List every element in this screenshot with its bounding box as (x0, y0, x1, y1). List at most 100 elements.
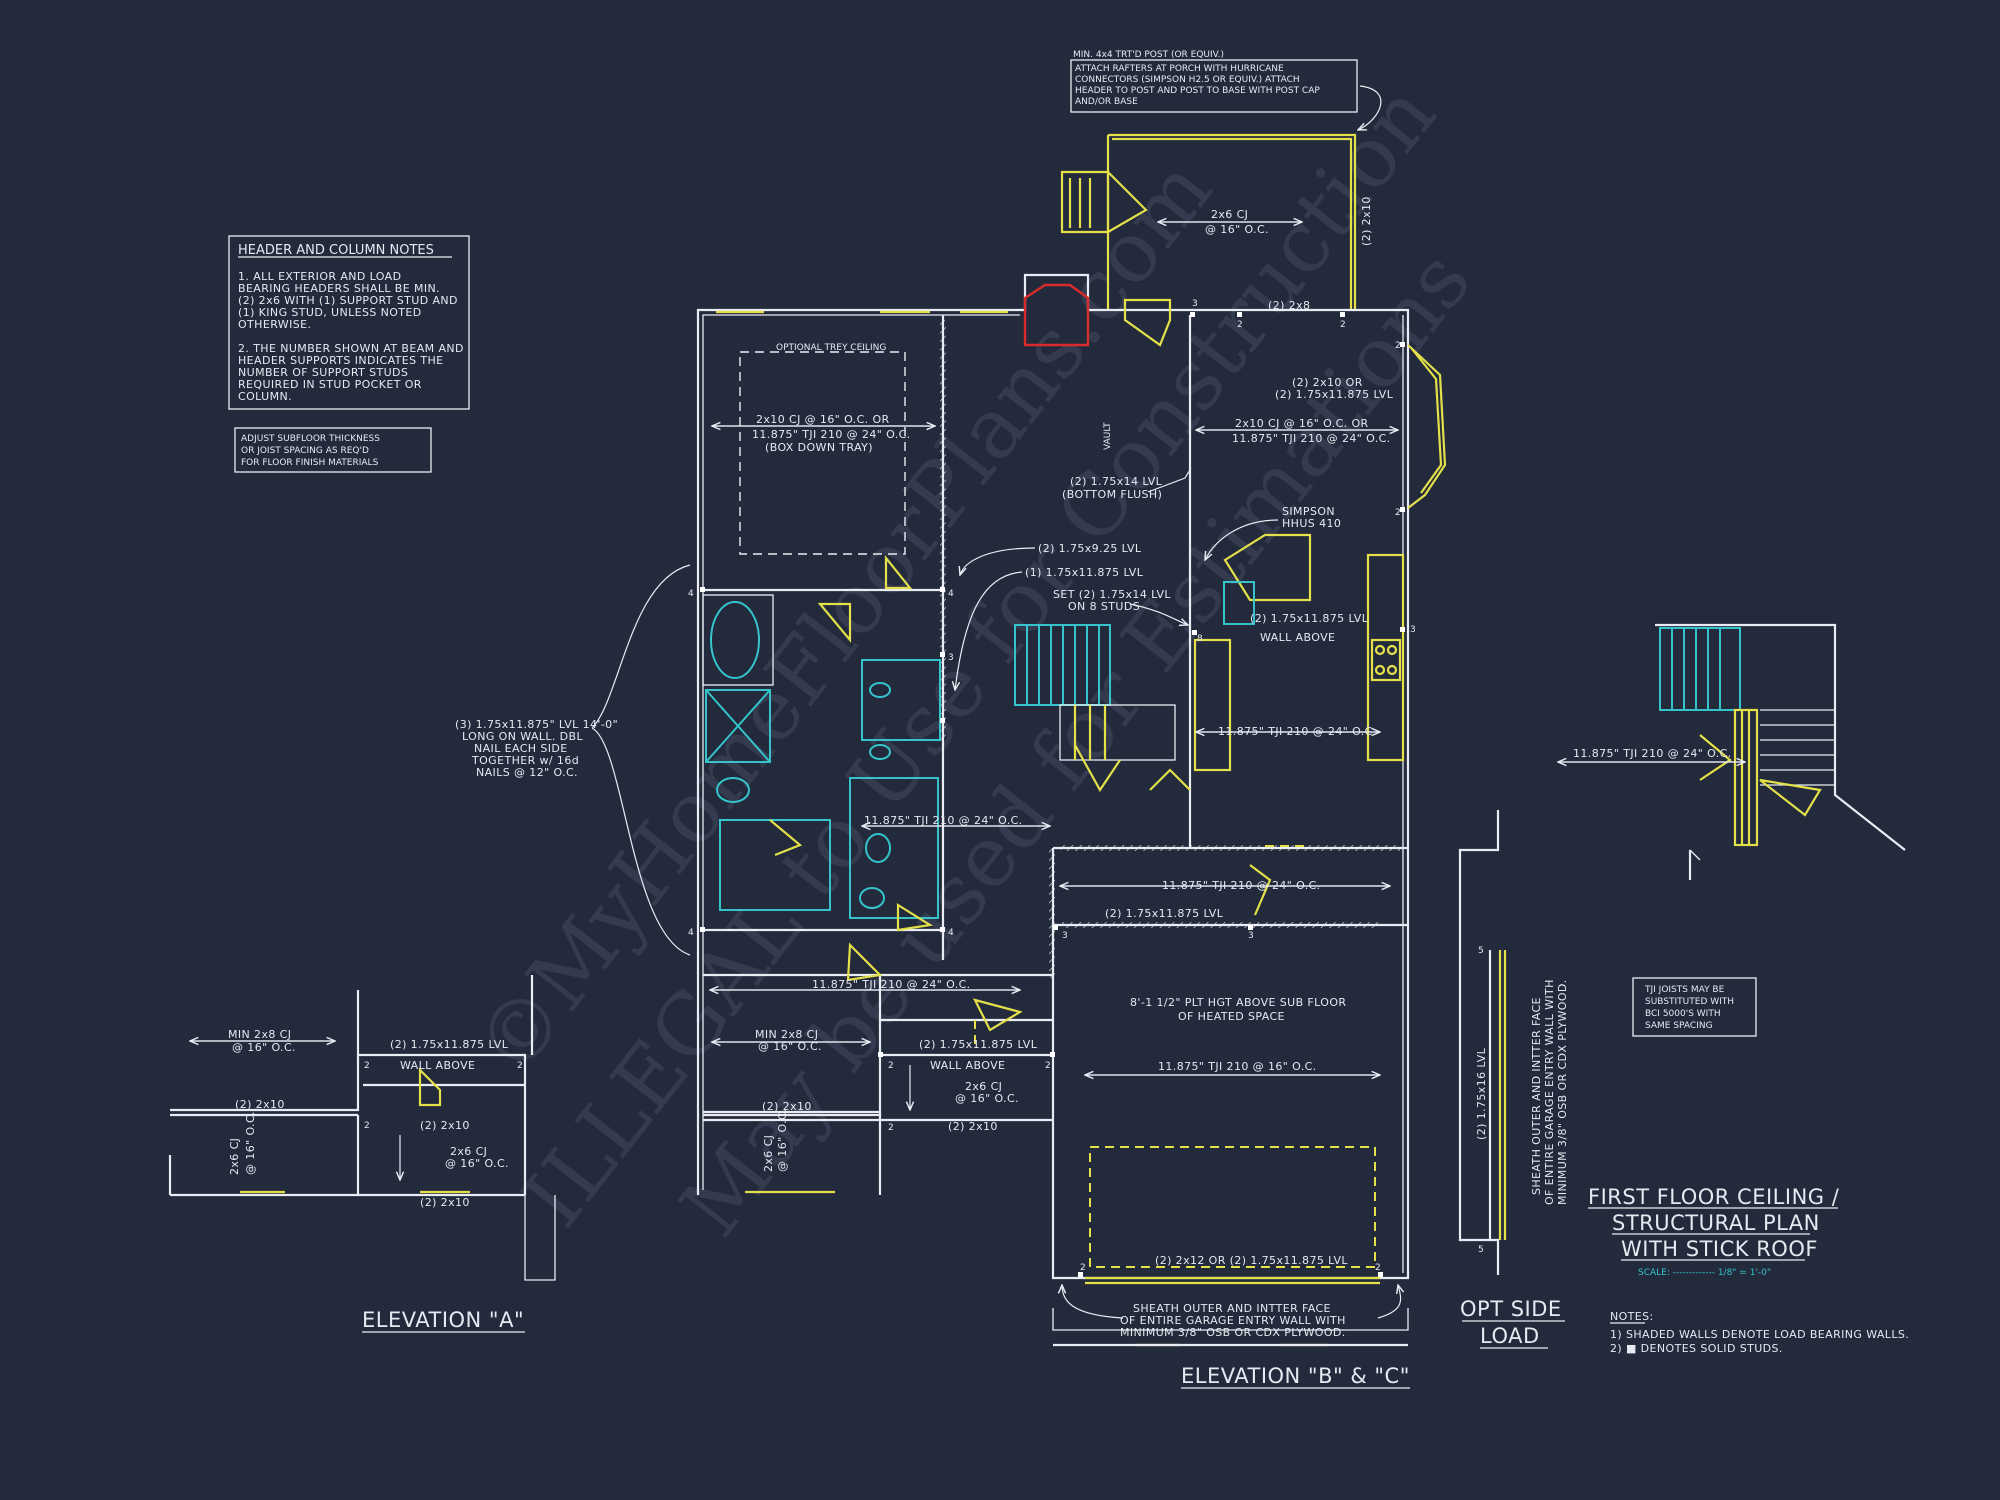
porch-note-line: CONNECTORS (SIMPSON H2.5 OR EQUIV.) ATTA… (1075, 75, 1300, 85)
lower-tji-label: 11.875" TJI 210 @ 24" O.C. (812, 978, 971, 991)
optional-tray-label: OPTIONAL TREY CEILING (776, 343, 886, 353)
elev-a-min-2x8-spacing: @ 16" O.C. (232, 1041, 296, 1054)
stud-count: 5 (1478, 1245, 1484, 1255)
right-tji-label: 11.875" TJI 210 @ 24" O.C. (1232, 432, 1391, 445)
porch-cj-spacing: @ 16" O.C. (1205, 223, 1269, 236)
stud-count: 2 (1375, 1263, 1381, 1273)
vert-2x6-label: 2x6 CJ (762, 1135, 775, 1172)
main-title-line-2: STRUCTURAL PLAN (1612, 1211, 1820, 1235)
opt-side-title: OPT SIDE (1460, 1297, 1562, 1321)
opt-lvl-label: (2) 1.75x16 LVL (1475, 1047, 1488, 1140)
long-lvl-label: TOGETHER w/ 16d (471, 754, 579, 767)
note-1: 1) SHADED WALLS DENOTE LOAD BEARING WALL… (1610, 1328, 1909, 1341)
header-note-line: NUMBER OF SUPPORT STUDS (238, 366, 408, 379)
sheath-label-3: MINIMUM 3/8" OSB OR CDX PLYWOOD. (1120, 1326, 1346, 1339)
stud-count: 4 (688, 928, 694, 938)
lvl-925-label: (2) 1.75x9.25 LVL (1038, 542, 1142, 555)
header-note-line: (1) KING STUD, UNLESS NOTED (238, 306, 422, 319)
laundry-tji-label: 11.875" TJI 210 @ 24" O.C. (1162, 879, 1321, 892)
main-title-line-1: FIRST FLOOR CEILING / (1588, 1185, 1840, 1209)
stud-count: 2 (888, 1061, 894, 1071)
tji-note: TJI JOISTS MAY BE SUBSTITUTED WITH BCI 5… (1632, 977, 1757, 1037)
opt-side-load-title: LOAD (1480, 1324, 1540, 1348)
header-note-line: REQUIRED IN STUD POCKET OR (238, 378, 422, 391)
subfloor-note: ADJUST SUBFLOOR THICKNESS OR JOIST SPACI… (234, 427, 432, 473)
long-lvl-label: NAIL EACH SIDE (474, 742, 568, 755)
porch-note-line: ATTACH RAFTERS AT PORCH WITH HURRICANE (1075, 64, 1284, 74)
bedroom-tji-label: 11.875" TJI 210 @ 24" O.C. (752, 428, 911, 441)
elev-a-vert-2x6-spacing: @ 16" O.C. (244, 1111, 257, 1175)
porch-note: MIN. 4x4 TRT'D POST (OR EQUIV.) ATTACH R… (1070, 50, 1382, 130)
header-note-line: 1. ALL EXTERIOR AND LOAD (238, 270, 401, 283)
scale-label: SCALE: ------------- 1/8" = 1'-0" (1638, 1268, 1771, 1278)
stud-count: 2 (1340, 320, 1346, 330)
front-porch: 2x6 CJ @ 16" O.C. (2) 2x10 (2) 2x8 (1060, 133, 1373, 312)
garage-header-label: (2) 2x12 OR (2) 1.75x11.875 LVL (1155, 1254, 1348, 1267)
long-lvl-label: (3) 1.75x11.875" LVL 14'-0" (455, 718, 618, 731)
min-2x8-label: MIN 2x8 CJ (755, 1028, 818, 1041)
tji-note-line: SAME SPACING (1645, 1021, 1713, 1031)
right-lvl-label: (2) 1.75x11.875 LVL (1275, 388, 1394, 401)
plate-height-label: 8'-1 1/2" PLT HGT ABOVE SUB FLOOR (1130, 996, 1346, 1009)
header-note-line: OTHERWISE. (238, 318, 311, 331)
stud-count: 8 (1197, 634, 1203, 644)
opt-sheath-label-3: MINIMUM 3/8" OSB OR CDX PLYWOOD. (1556, 979, 1569, 1205)
porch-cj-label: 2x6 CJ (1211, 208, 1248, 221)
header-note-line: 2. THE NUMBER SHOWN AT BEAM AND (238, 342, 464, 355)
plate-height-label-2: OF HEATED SPACE (1178, 1010, 1285, 1023)
elevation-a-title: ELEVATION "A" (362, 1308, 524, 1332)
box-down-tray-label: (BOX DOWN TRAY) (765, 441, 873, 454)
kitchen-tji-label: 11.875" TJI 210 @ 24" O.C. (1218, 725, 1377, 738)
bedroom-cj-label: 2x10 CJ @ 16" O.C. OR (756, 413, 890, 426)
right-2x10-label: (2) 2x10 OR (1292, 376, 1363, 389)
right-cj-label: 2x10 CJ @ 16" O.C. OR (1235, 417, 1369, 430)
min-2x8-spacing: @ 16" O.C. (758, 1040, 822, 1053)
elev-a-lvl-label: (2) 1.75x11.875 LVL (390, 1038, 509, 1051)
elev-a-vert-2x6: 2x6 CJ (228, 1138, 241, 1175)
stud-count: 2 (1395, 341, 1401, 351)
opt-side-load-detail: (2) 1.75x16 LVL SHEATH OUTER AND INTTER … (1458, 810, 1569, 1349)
porch-2x8-label: (2) 2x8 (1268, 299, 1310, 312)
tji-note-line: TJI JOISTS MAY BE (1644, 985, 1725, 995)
main-house-walls (696, 273, 1447, 1347)
tji-note-line: SUBSTITUTED WITH (1645, 997, 1734, 1007)
stud-count: 3 (1410, 625, 1416, 635)
right-stair-detail: 11.875" TJI 210 @ 24" O.C. (1558, 623, 1906, 880)
stud-count: 3 (1192, 299, 1198, 309)
plan-labels: OPTIONAL TREY CEILING 2x10 CJ @ 16" O.C.… (455, 299, 1416, 1339)
tji-note-line: BCI 5000'S WITH (1645, 1009, 1721, 1019)
lower-2x10-label: (2) 2x10 (762, 1100, 812, 1113)
stud-count: 4 (948, 928, 954, 938)
stud-count: 5 (1478, 946, 1484, 956)
vert-2x6-spacing: @ 16" O.C. (776, 1108, 789, 1172)
opt-sheath-label-2: OF ENTIRE GARAGE ENTRY WALL WITH (1543, 979, 1556, 1205)
elev-a-2x10-label-2: (2) 2x10 (420, 1119, 470, 1132)
note-2: 2) ■ DENOTES SOLID STUDS. (1610, 1342, 1783, 1355)
lvl-bottom-flush-label-2: (BOTTOM FLUSH) (1062, 488, 1162, 501)
header-note-line: BEARING HEADERS SHALL BE MIN. (238, 282, 440, 295)
stud-count: 2 (1237, 320, 1243, 330)
stair (1014, 624, 1176, 761)
porch-note-line: AND/OR BASE (1075, 97, 1138, 107)
stud-count: 3 (948, 653, 954, 663)
porch-note-line: MIN. 4x4 TRT'D POST (OR EQUIV.) (1073, 50, 1224, 60)
main-title-line-3: WITH STICK ROOF (1621, 1237, 1818, 1261)
porch-2x10-label: (2) 2x10 (1360, 196, 1373, 246)
lower-2x6-spacing: @ 16" O.C. (955, 1092, 1019, 1105)
header-notes-title: HEADER AND COLUMN NOTES (238, 243, 434, 258)
notes-heading: NOTES: (1610, 1310, 1654, 1323)
elevation-a-detail: MIN 2x8 CJ @ 16" O.C. (2) 1.75x11.875 LV… (168, 975, 556, 1333)
subfloor-note-line: OR JOIST SPACING AS REQ'D (241, 446, 369, 456)
stud-count: 2 (1080, 1263, 1086, 1273)
lower-2x6-label: 2x6 CJ (965, 1080, 1002, 1093)
bath-tji-label: 11.875" TJI 210 @ 24" O.C. (864, 814, 1023, 827)
elev-a-2x10-label-3: (2) 2x10 (420, 1196, 470, 1209)
elev-a-wall-above: WALL ABOVE (400, 1059, 475, 1072)
set-lvl-studs-label: ON 8 STUDS (1068, 600, 1140, 613)
stud-count: 3 (1248, 931, 1254, 941)
stud-count: 2 (1045, 1061, 1051, 1071)
elev-a-2x6-spacing: @ 16" O.C. (445, 1157, 509, 1170)
stud-count: 2 (888, 1123, 894, 1133)
laundry-lvl-label: (2) 1.75x11.875 LVL (1105, 907, 1224, 920)
stud-count: 3 (1062, 931, 1068, 941)
